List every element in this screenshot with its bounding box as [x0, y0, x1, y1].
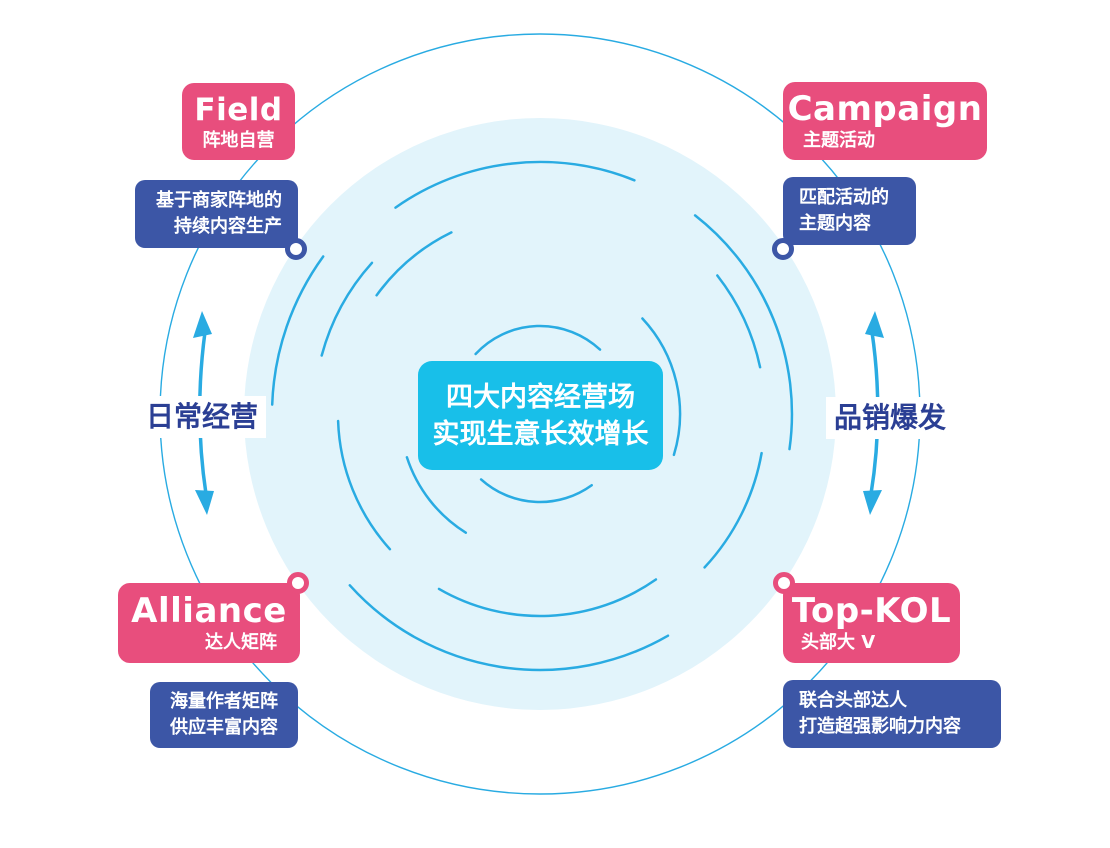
campaign-subtitle: 主题活动: [803, 130, 875, 151]
alliance-card: Alliance 达人矩阵: [118, 583, 300, 663]
field-subtitle: 阵地自营: [202, 129, 275, 151]
ripple-arc-6: [336, 419, 392, 551]
left-arrow-head-up: [193, 311, 212, 338]
center-headline-card: 四大内容经营场 实现生意长效增长: [418, 361, 663, 470]
topkol-description-card: 联合头部达人 打造超强影响力内容: [783, 680, 1001, 748]
topkol-title: Top-KOL: [791, 591, 952, 631]
campaign-desc-line-2: 主题内容: [799, 213, 871, 234]
field-description-card: 基于商家阵地的 持续内容生产: [135, 180, 298, 248]
campaign-description-card: 匹配活动的 主题内容: [783, 177, 916, 245]
topkol-card: Top-KOL 头部大 V: [783, 583, 960, 663]
ripple-arc-1: [479, 478, 593, 504]
ripple-arc-9: [320, 261, 374, 357]
ripple-arc-8: [703, 451, 763, 569]
campaign-card: Campaign 主题活动: [783, 82, 987, 160]
ripple-arc-2: [641, 317, 682, 457]
ripple-arc-13: [270, 255, 325, 406]
left-arrow-head-down: [195, 490, 214, 515]
field-desc-line-1: 基于商家阵地的: [156, 190, 282, 211]
ripple-arc-10: [394, 160, 636, 209]
ripple-arc-12: [348, 584, 670, 672]
brand-sales-burst-label: 品销爆发: [826, 397, 955, 439]
right-arrow-head-up: [865, 311, 884, 338]
topkol-subtitle: 头部大 V: [801, 632, 876, 653]
field-card: Field 阵地自营: [182, 83, 295, 160]
center-headline-line-2: 实现生意长效增长: [432, 418, 649, 450]
topkol-desc-line-2: 打造超强影响力内容: [799, 716, 961, 737]
connector-dot-campaign: [772, 238, 794, 260]
alliance-title: Alliance: [131, 591, 287, 631]
alliance-desc-line-2: 供应丰富内容: [170, 717, 278, 738]
topkol-desc-line-1: 联合头部达人: [799, 690, 907, 711]
ripple-arc-11: [693, 214, 794, 451]
ripple-arc-4: [375, 231, 453, 297]
field-desc-line-2: 持续内容生产: [174, 216, 282, 237]
campaign-title: Campaign: [787, 89, 983, 129]
ripple-arc-0: [474, 324, 602, 356]
connector-dot-topkol: [773, 572, 795, 594]
connector-dot-alliance: [287, 572, 309, 594]
ripple-arc-5: [437, 578, 658, 618]
ripple-arc-7: [716, 274, 762, 369]
ripple-arc-3: [405, 456, 468, 534]
alliance-description-card: 海量作者矩阵 供应丰富内容: [150, 682, 298, 748]
alliance-desc-line-1: 海量作者矩阵: [170, 691, 278, 712]
alliance-subtitle: 达人矩阵: [205, 632, 277, 653]
right-arrow-head-down: [863, 490, 882, 515]
connector-dot-field: [285, 238, 307, 260]
center-headline-line-1: 四大内容经营场: [446, 381, 635, 413]
field-title: Field: [194, 91, 283, 128]
daily-operation-label: 日常经营: [138, 396, 267, 438]
campaign-desc-line-1: 匹配活动的: [799, 187, 889, 208]
